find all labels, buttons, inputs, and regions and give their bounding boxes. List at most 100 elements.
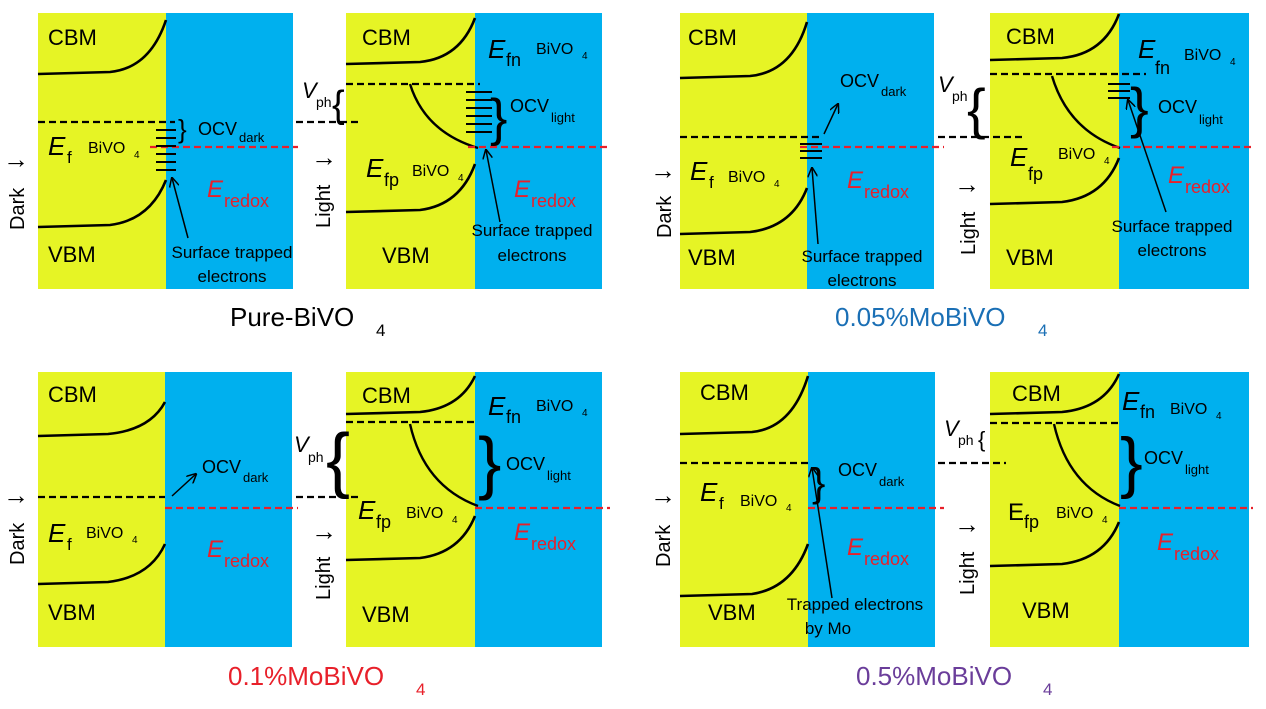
bivo4-label: BiVO: [412, 163, 449, 180]
panel-title: 0.05%MoBiVO: [835, 302, 1006, 332]
vph-sub: ph: [958, 432, 974, 448]
bivo4-sub: 4: [1230, 57, 1236, 68]
efp-sub: fp: [376, 512, 391, 532]
efn-sub: fn: [1140, 402, 1155, 422]
dark-label: Dark: [654, 195, 676, 238]
vbm-band: [37, 179, 168, 229]
redox-sub: redox: [224, 551, 269, 571]
semiconductor-region: [38, 372, 165, 647]
cbm-band: [345, 375, 477, 416]
surface-trapped-label-1: Surface trapped: [172, 243, 293, 262]
semiconductor-region: [680, 372, 808, 647]
redox-label: E: [1168, 162, 1185, 189]
efp-label: E: [366, 153, 384, 183]
vph-brace: {: [326, 420, 350, 500]
bivo4-sub: 4: [452, 515, 458, 526]
bivo4-label: BiVO: [406, 505, 443, 522]
panel-05-mobivo4: } CBM VBM E f BiVO 4 OCV dark E redox Tr…: [650, 372, 1253, 699]
ocv-light-label: OCV: [510, 96, 549, 116]
vbm-label: VBM: [362, 602, 410, 627]
ocv-dark-sub: dark: [239, 130, 265, 145]
ocv-light-label: OCV: [1144, 448, 1183, 468]
ocv-dark-sub: dark: [243, 470, 269, 485]
bivo4-label: BiVO: [1170, 401, 1207, 418]
vph-sub: ph: [952, 88, 968, 104]
semiconductor-region: [38, 13, 166, 289]
ocv-dark-label: OCV: [202, 457, 241, 477]
redox-label: E: [1157, 529, 1174, 556]
trap-pointer-arrow: [812, 168, 819, 245]
cbm-label: CBM: [1012, 381, 1061, 406]
surface-trapped-label-1: Surface trapped: [1112, 217, 1233, 236]
fermi-level-sub: f: [67, 535, 72, 554]
light-arrow: →: [311, 142, 337, 172]
redox-sub: redox: [1174, 544, 1219, 564]
hole-quasi-fermi-curve: [1052, 423, 1121, 508]
light-arrow: →: [954, 509, 980, 539]
vbm-label: VBM: [688, 245, 736, 270]
cbm-label: CBM: [48, 382, 97, 407]
ocv-light-brace: }: [490, 89, 507, 147]
cbm-label: CBM: [362, 25, 411, 50]
cbm-label: CBM: [700, 380, 749, 405]
bivo4-sub: 4: [582, 408, 588, 419]
vbm-label: VBM: [1006, 245, 1054, 270]
trap-pointer-arrow: [486, 150, 501, 223]
light-label: Light: [313, 556, 335, 600]
light-arrow: →: [954, 169, 980, 199]
fermi-level-label: E: [690, 156, 708, 186]
electrolyte-region: [475, 13, 602, 289]
cbm-band: [989, 13, 1121, 62]
semiconductor-region: [990, 372, 1119, 647]
efn-label: E: [488, 34, 506, 64]
electrolyte-region: [166, 13, 293, 289]
ocv-light-sub: light: [1199, 112, 1223, 127]
hole-quasi-fermi-curve: [408, 83, 479, 150]
bivo4-label: BiVO: [86, 525, 123, 542]
efp-label: E: [1010, 142, 1028, 172]
bivo4-sub: 4: [1104, 156, 1110, 167]
panel-title-sub: 4: [1038, 321, 1047, 340]
trapped-mo-label-2: by Mo: [805, 619, 851, 638]
redox-sub: redox: [531, 191, 576, 211]
light-label: Light: [957, 551, 979, 595]
dark-label: Dark: [653, 524, 675, 567]
efp-sub: fp: [1024, 512, 1039, 532]
ocv-light-sub: light: [547, 468, 571, 483]
bivo4-label: BiVO: [1056, 505, 1093, 522]
efn-label: E: [1138, 34, 1156, 64]
vph-brace: {: [332, 84, 345, 126]
efp-label: E: [1008, 499, 1024, 526]
panel-title-sub: 4: [416, 680, 425, 699]
cbm-band: [679, 375, 810, 436]
vph-label: V: [944, 416, 961, 441]
semiconductor-region: [346, 372, 475, 647]
efn-sub: fn: [506, 50, 521, 70]
trap-pointer-arrow: [172, 178, 189, 239]
fermi-level-label: E: [700, 477, 718, 507]
dark-arrow: →: [650, 480, 676, 510]
bivo4-label: BiVO: [536, 398, 573, 415]
fermi-level-sub: f: [67, 148, 72, 167]
cbm-label: CBM: [362, 383, 411, 408]
cbm-band: [679, 21, 809, 80]
vbm-band: [679, 543, 810, 598]
redox-label: E: [847, 534, 864, 561]
vph-label: V: [938, 72, 955, 97]
redox-label: E: [207, 176, 224, 203]
redox-label: E: [514, 519, 531, 546]
ocv-dark-sub: dark: [879, 474, 905, 489]
panel-title: Pure-BiVO: [230, 302, 354, 332]
vbm-label: VBM: [48, 600, 96, 625]
ocv-dark-pointer: [171, 474, 196, 497]
bivo4-label: BiVO: [728, 169, 765, 186]
vbm-label: VBM: [382, 243, 430, 268]
trap-pointer-arrow: [812, 468, 833, 599]
dark-arrow: →: [650, 155, 676, 185]
surface-trapped-label-1: Surface trapped: [472, 221, 593, 240]
efp-sub: fp: [384, 170, 399, 190]
bivo4-label: BiVO: [740, 493, 777, 510]
efn-sub: fn: [1155, 58, 1170, 78]
cbm-band: [37, 19, 168, 76]
